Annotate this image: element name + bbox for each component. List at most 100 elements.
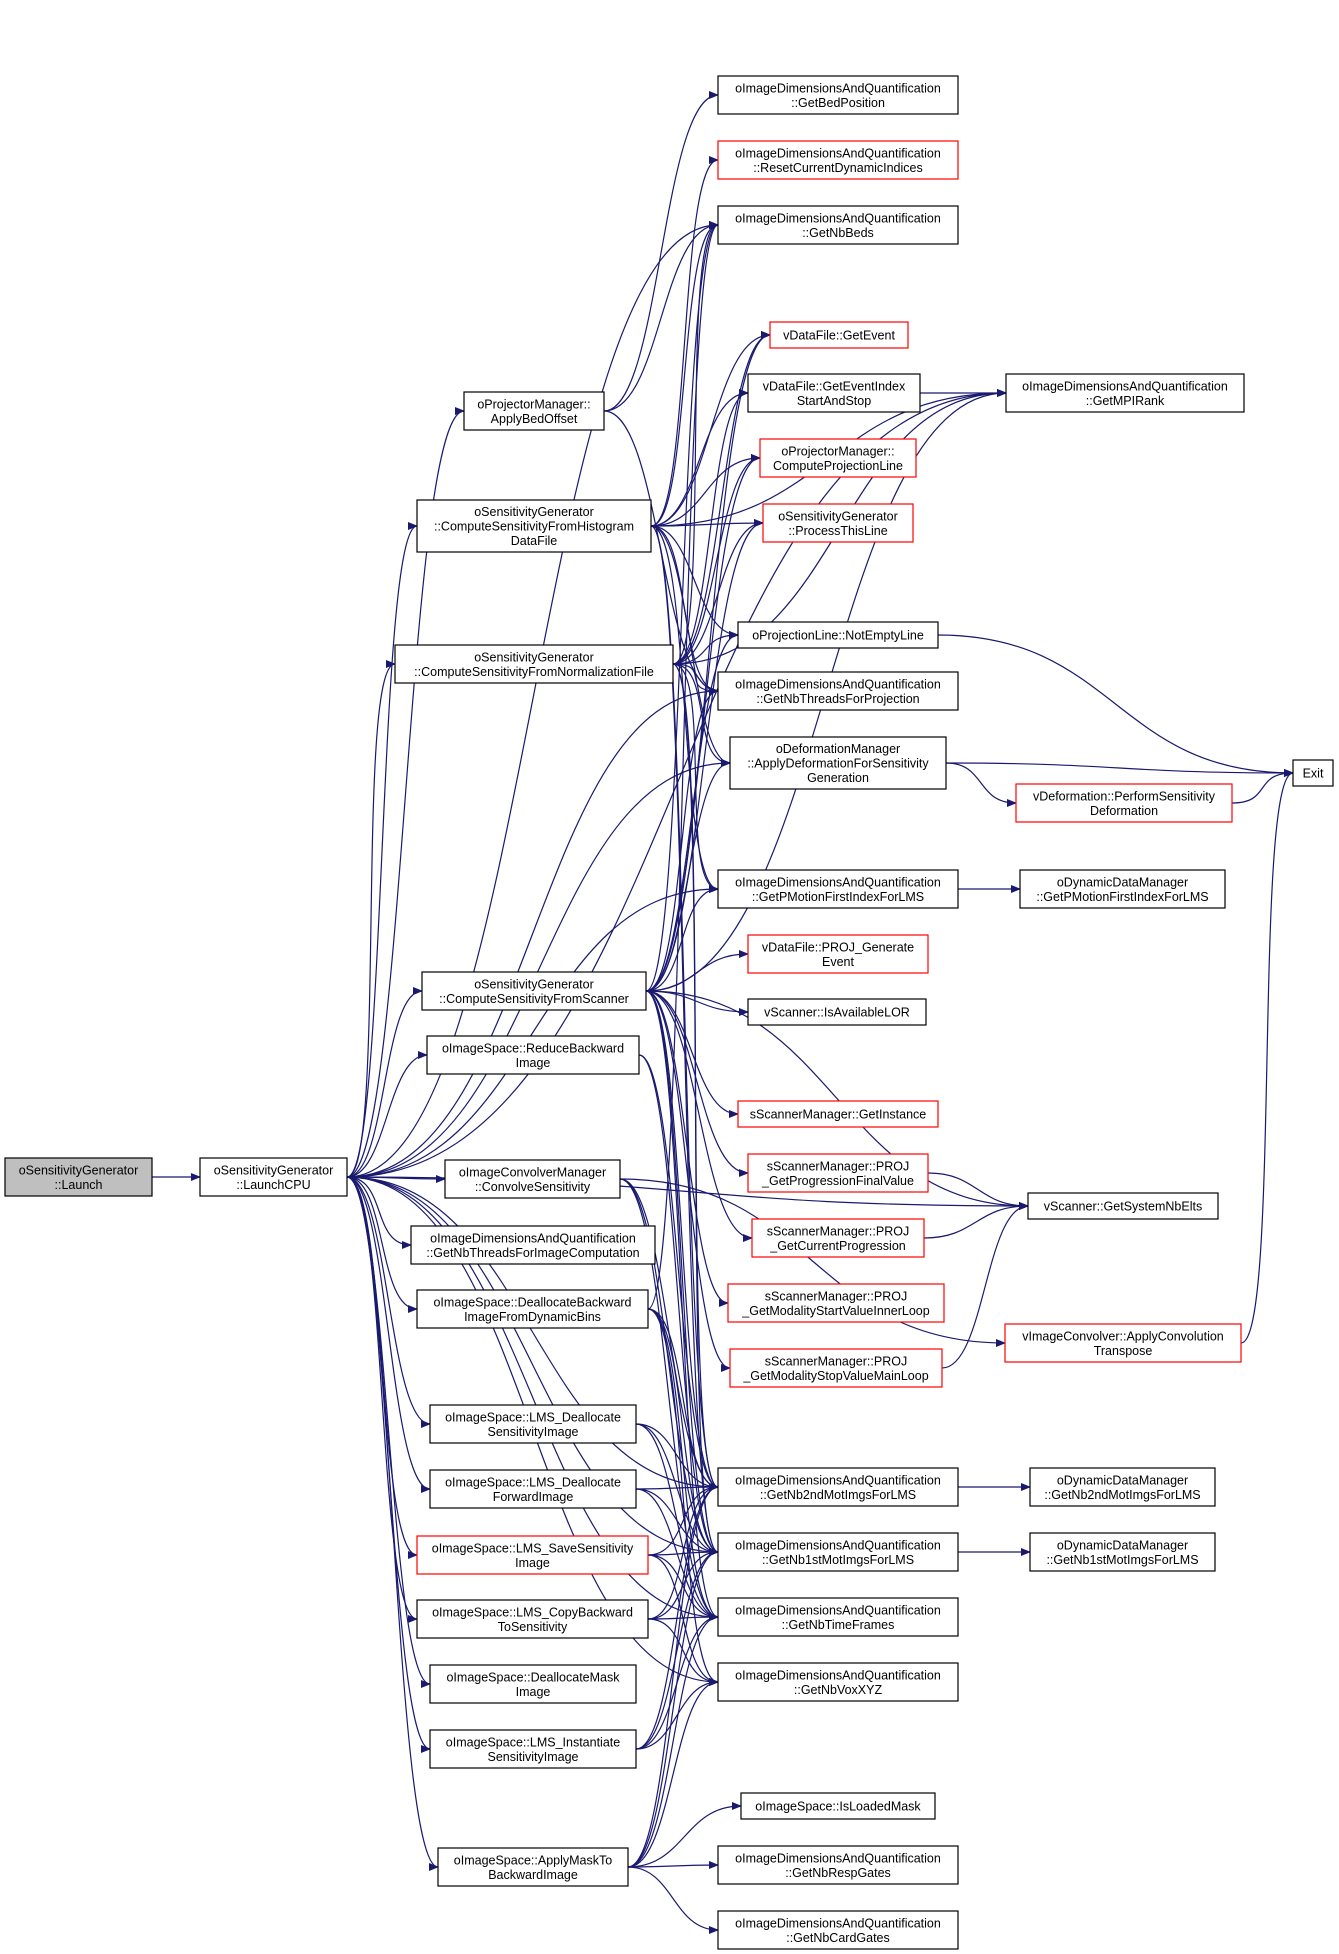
node-dyn-nb1st[interactable]: oDynamicDataManager::GetNb1stMotImgsForL… xyxy=(1029,1532,1216,1572)
edge-lms-copy-to-nb2nd xyxy=(647,1483,719,1620)
node-label-line: oDynamicDataManager xyxy=(1057,875,1188,889)
node-computeproj[interactable]: oProjectorManager::ComputeProjectionLine xyxy=(759,438,917,478)
node-label-line: oImageDimensionsAndQuantification xyxy=(1022,379,1228,393)
node-label-line: oProjectorManager:: xyxy=(781,444,894,458)
node-label-line: ComputeProjectionLine xyxy=(773,459,903,473)
node-modstart[interactable]: sScannerManager::PROJ_GetModalityStartVa… xyxy=(727,1283,945,1323)
node-progfinal[interactable]: sScannerManager::PROJ_GetProgressionFina… xyxy=(747,1153,929,1193)
node-nb1st[interactable]: oImageDimensionsAndQuantification::GetNb… xyxy=(717,1532,959,1572)
edge-cs-norm-to-pmotion xyxy=(672,663,719,893)
edge-deallocback-to-nb2nd xyxy=(647,1308,719,1491)
node-dyn-pmotion[interactable]: oDynamicDataManager::GetPMotionFirstInde… xyxy=(1019,869,1226,909)
node-getmpirank[interactable]: oImageDimensionsAndQuantification::GetMP… xyxy=(1005,373,1245,413)
node-applybedoffset[interactable]: oProjectorManager::ApplyBedOffset xyxy=(463,391,605,431)
node-curprog[interactable]: sScannerManager::PROJ_GetCurrentProgress… xyxy=(751,1218,925,1258)
node-label-line: sScannerManager::PROJ xyxy=(767,1159,909,1173)
node-cs-norm[interactable]: oSensitivityGenerator::ComputeSensitivit… xyxy=(394,644,674,684)
node-vdeform[interactable]: vDeformation::PerformSensitivityDeformat… xyxy=(1015,783,1233,823)
node-exit[interactable]: Exit xyxy=(1292,759,1334,787)
node-modstop[interactable]: sScannerManager::PROJ_GetModalityStopVal… xyxy=(729,1348,943,1388)
node-nbcard[interactable]: oImageDimensionsAndQuantification::GetNb… xyxy=(717,1910,959,1950)
node-getevent[interactable]: vDataFile::GetEvent xyxy=(769,321,909,349)
node-cs-scan[interactable]: oSensitivityGenerator::ComputeSensitivit… xyxy=(421,971,647,1011)
node-nbtimeframes[interactable]: oImageDimensionsAndQuantification::GetNb… xyxy=(717,1597,959,1637)
node-box xyxy=(416,499,652,553)
node-lms-copy[interactable]: oImageSpace::LMS_CopyBackwardToSensitivi… xyxy=(416,1599,649,1639)
node-nb2nd[interactable]: oImageDimensionsAndQuantification::GetNb… xyxy=(717,1467,959,1507)
node-notempty[interactable]: oProjectionLine::NotEmptyLine xyxy=(737,621,939,649)
node-lms-inst[interactable]: oImageSpace::LMS_InstantiateSensitivityI… xyxy=(429,1729,637,1769)
edge-cs-scan-to-modstop xyxy=(645,990,731,1372)
node-nbresp[interactable]: oImageDimensionsAndQuantification::GetNb… xyxy=(717,1845,959,1885)
node-box xyxy=(747,934,929,974)
node-box xyxy=(1004,1323,1242,1363)
node-box xyxy=(717,1597,959,1637)
node-sysnbelts[interactable]: vScanner::GetSystemNbElts xyxy=(1027,1192,1219,1220)
edge-progfinal-to-sysnbelts xyxy=(927,1172,1029,1210)
node-launch[interactable]: oSensitivityGenerator::Launch xyxy=(4,1157,153,1197)
node-box xyxy=(394,644,674,684)
node-resetdyn[interactable]: oImageDimensionsAndQuantification::Reset… xyxy=(717,140,959,180)
node-nbthreadsimg[interactable]: oImageDimensionsAndQuantification::GetNb… xyxy=(410,1225,656,1265)
node-lms-dealsens[interactable]: oImageSpace::LMS_DeallocateSensitivityIm… xyxy=(429,1404,637,1444)
node-label-line: ::ComputeSensitivityFromNormalizationFil… xyxy=(414,665,654,679)
node-isloadedmask[interactable]: oImageSpace::IsLoadedMask xyxy=(740,1792,936,1820)
node-box xyxy=(717,140,959,180)
node-applyconv[interactable]: vImageConvolver::ApplyConvolutionTranspo… xyxy=(1004,1323,1242,1363)
node-label-line: oImageDimensionsAndQuantification xyxy=(735,211,941,225)
node-nbvox[interactable]: oImageDimensionsAndQuantification::GetNb… xyxy=(717,1662,959,1702)
edge-launchcpu-to-cs-norm xyxy=(346,660,396,1178)
node-label-line: oImageDimensionsAndQuantification xyxy=(430,1231,636,1245)
node-label-line: oSensitivityGenerator xyxy=(214,1163,334,1177)
node-box xyxy=(747,1153,929,1193)
node-isavail[interactable]: vScanner::IsAvailableLOR xyxy=(747,998,927,1026)
node-label-line: vDataFile::GetEvent xyxy=(783,329,895,343)
node-getbedpos[interactable]: oImageDimensionsAndQuantification::GetBe… xyxy=(717,75,959,115)
node-label-line: Image xyxy=(516,1685,551,1699)
edge-launchcpu-to-lms-dealfwd xyxy=(346,1176,431,1493)
node-deallocback[interactable]: oImageSpace::DeallocateBackwardImageFrom… xyxy=(416,1289,649,1329)
node-applydeform[interactable]: oDeformationManager::ApplyDeformationFor… xyxy=(729,736,947,790)
node-processline[interactable]: oSensitivityGenerator::ProcessThisLine xyxy=(762,503,914,543)
edge-launchcpu-to-cs-hist xyxy=(346,522,418,1178)
node-launchcpu[interactable]: oSensitivityGenerator::LaunchCPU xyxy=(199,1157,348,1197)
node-box xyxy=(717,869,959,909)
node-nbthreadsproj[interactable]: oImageDimensionsAndQuantification::GetNb… xyxy=(717,671,959,711)
edge-cs-norm-to-nbthreadsproj xyxy=(672,663,719,695)
node-dyn-nb2nd[interactable]: oDynamicDataManager::GetNb2ndMotImgsForL… xyxy=(1029,1467,1216,1507)
node-convolvesens[interactable]: oImageConvolverManager::ConvolveSensitiv… xyxy=(444,1159,621,1199)
node-box xyxy=(1029,1532,1216,1572)
edge-cs-norm-to-getnbbeds xyxy=(672,221,719,665)
node-label-line: ::GetPMotionFirstIndexForLMS xyxy=(752,890,924,904)
node-label-line: sScannerManager::GetInstance xyxy=(750,1108,927,1122)
node-cs-hist[interactable]: oSensitivityGenerator::ComputeSensitivit… xyxy=(416,499,652,553)
node-pmotion[interactable]: oImageDimensionsAndQuantification::GetPM… xyxy=(717,869,959,909)
edge-applymask-to-isloadedmask xyxy=(627,1802,742,1868)
node-label-line: ::GetNbVoxXYZ xyxy=(794,1683,883,1697)
node-box xyxy=(1029,1467,1216,1507)
node-label-line: SensitivityImage xyxy=(487,1750,578,1764)
edge-vdeform-to-exit xyxy=(1231,769,1294,804)
node-getnbbeds[interactable]: oImageDimensionsAndQuantification::GetNb… xyxy=(717,205,959,245)
edge-cs-scan-to-getinstance xyxy=(645,990,739,1118)
node-label-line: oSensitivityGenerator xyxy=(474,505,594,519)
node-label-line: oProjectionLine::NotEmptyLine xyxy=(752,629,924,643)
node-label-line: ::ComputeSensitivityFromHistogram xyxy=(434,520,634,534)
node-label-line: ::Launch xyxy=(55,1178,103,1192)
node-label-line: ::GetPMotionFirstIndexForLMS xyxy=(1036,890,1208,904)
node-getinstance[interactable]: sScannerManager::GetInstance xyxy=(737,1100,939,1128)
node-label-line: ::GetNb1stMotImgsForLMS xyxy=(1046,1553,1198,1567)
node-label-line: ForwardImage xyxy=(493,1490,574,1504)
node-box xyxy=(1005,373,1245,413)
edge-cs-scan-to-nb2nd xyxy=(645,990,719,1491)
node-box xyxy=(717,75,959,115)
node-label-line: oImageConvolverManager xyxy=(459,1165,606,1179)
node-label-line: Transpose xyxy=(1094,1344,1153,1358)
